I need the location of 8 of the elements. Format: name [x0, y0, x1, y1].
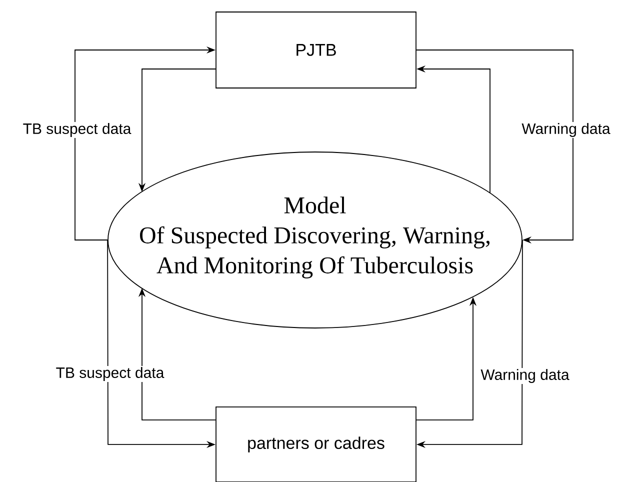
- process-box: PJTB: [216, 12, 416, 88]
- process-box: partners or cadres: [216, 406, 416, 482]
- edge-label: TB suspect data: [54, 366, 166, 382]
- ellipse-node: Model Of Suspected Discovering, Warning, And Monitoring Of Tuberculosis: [108, 152, 522, 328]
- edge-label: TB suspect data: [22, 122, 132, 138]
- arrow: [416, 50, 574, 244]
- edge-label: Warning data: [520, 122, 612, 138]
- edge-label: Warning data: [480, 368, 570, 384]
